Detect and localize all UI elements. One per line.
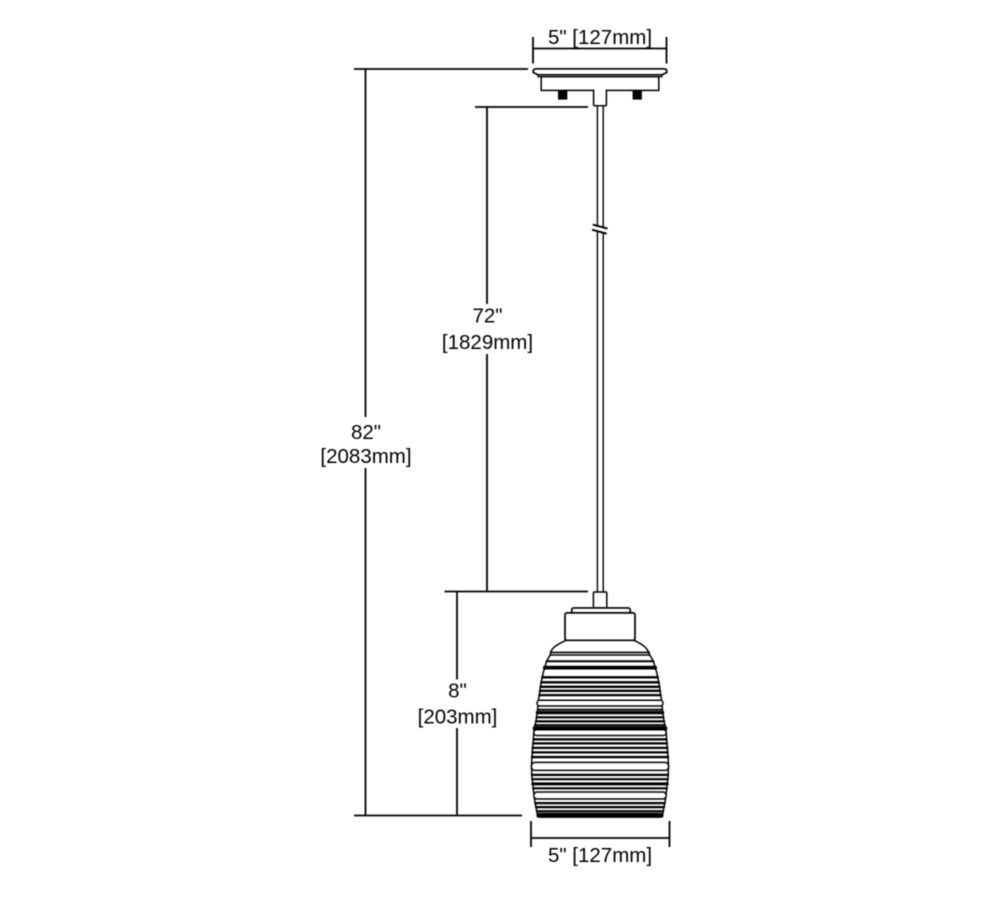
svg-text:8": 8" xyxy=(448,680,467,703)
svg-text:82": 82" xyxy=(351,421,381,444)
svg-text:[203mm]: [203mm] xyxy=(418,706,498,729)
svg-text:72": 72" xyxy=(472,305,502,328)
svg-text:5" [127mm]: 5" [127mm] xyxy=(548,26,652,49)
svg-text:[2083mm]: [2083mm] xyxy=(320,445,411,468)
svg-text:[1829mm]: [1829mm] xyxy=(442,331,533,354)
svg-text:5" [127mm]: 5" [127mm] xyxy=(548,844,652,867)
